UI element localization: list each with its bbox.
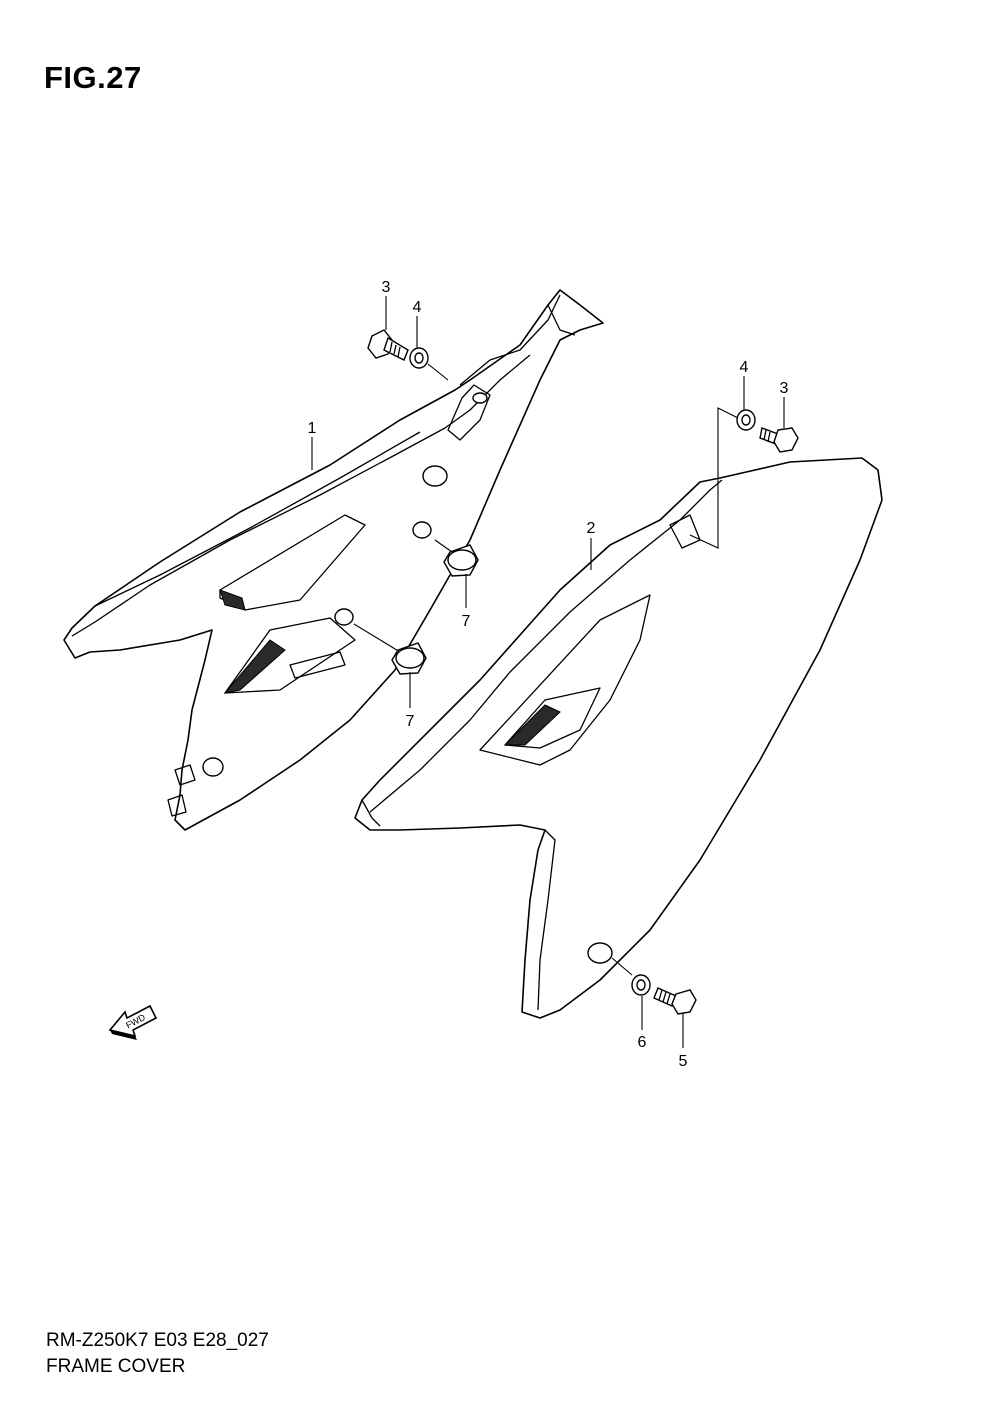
callout-4-right: 4 xyxy=(740,359,749,376)
part-2-right-frame-cover xyxy=(354,457,883,1019)
callout-1: 1 xyxy=(308,420,317,437)
callout-3-left: 3 xyxy=(382,279,391,296)
fwd-arrow-icon: FWD xyxy=(108,1004,158,1040)
collar-7-lower xyxy=(391,642,427,675)
figure-name: FRAME COVER xyxy=(46,1356,186,1377)
callout-6: 6 xyxy=(638,1034,647,1051)
leader-lines xyxy=(311,296,785,1048)
part-1-left-frame-cover xyxy=(63,289,604,831)
callout-2: 2 xyxy=(587,520,596,537)
washer-4-left xyxy=(409,347,429,369)
bolt-3-right xyxy=(759,427,799,453)
callout-4-left: 4 xyxy=(413,299,422,316)
washer-4-right xyxy=(736,409,756,431)
callout-3-right: 3 xyxy=(780,380,789,397)
washer-6 xyxy=(631,974,651,996)
callout-7-lower: 7 xyxy=(406,713,415,730)
bolt-5 xyxy=(653,987,697,1015)
callout-7-upper: 7 xyxy=(462,613,471,630)
figure-title: FIG.27 xyxy=(44,60,142,95)
collar-7-upper xyxy=(443,544,479,577)
model-code: RM-Z250K7 E03 E28_027 xyxy=(46,1330,269,1351)
bolt-3-left xyxy=(367,329,409,361)
callout-5: 5 xyxy=(679,1053,688,1070)
